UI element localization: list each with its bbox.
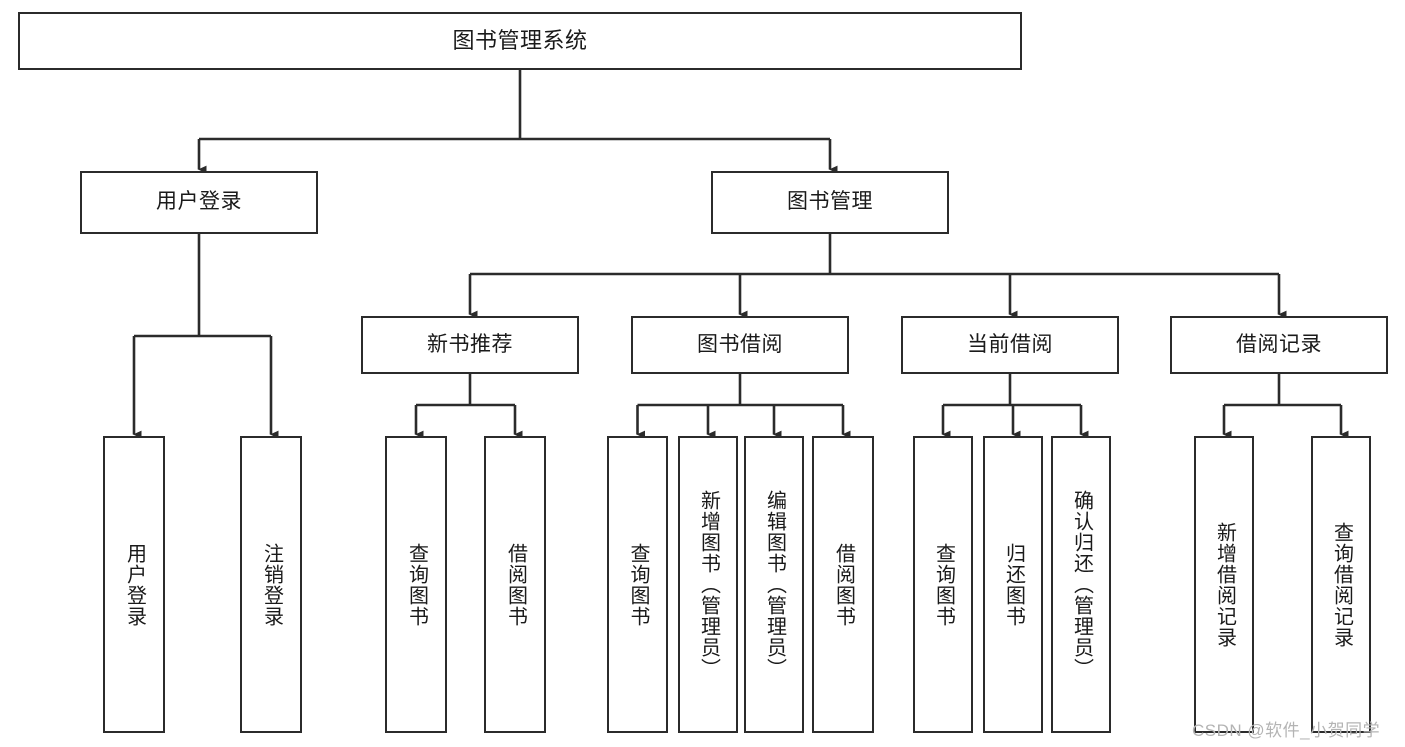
node-leaf1[interactable]: 用户登录	[103, 436, 165, 733]
node-label: 查询借阅记录	[1330, 521, 1353, 648]
node-leaf8[interactable]: 借阅图书	[812, 436, 874, 733]
node-leaf6[interactable]: 新增图书（管理员）	[678, 436, 738, 733]
node-label: 图书管理系统	[452, 28, 588, 54]
node-leaf12[interactable]: 新增借阅记录	[1194, 436, 1254, 733]
node-leaf10[interactable]: 归还图书	[983, 436, 1043, 733]
node-label: 借阅图书	[832, 542, 855, 627]
node-label: 注销登录	[260, 542, 283, 627]
node-label: 用户登录	[123, 542, 146, 627]
node-label: 新增借阅记录	[1213, 521, 1236, 648]
node-leaf9[interactable]: 查询图书	[913, 436, 973, 733]
node-label: 图书借阅	[697, 332, 783, 356]
node-leaf3[interactable]: 查询图书	[385, 436, 447, 733]
node-label: 编辑图书（管理员）	[763, 490, 786, 679]
node-leaf4[interactable]: 借阅图书	[484, 436, 546, 733]
node-leaf11[interactable]: 确认归还（管理员）	[1051, 436, 1111, 733]
node-current[interactable]: 当前借阅	[901, 316, 1119, 374]
node-leaf7[interactable]: 编辑图书（管理员）	[744, 436, 804, 733]
node-label: 归还图书	[1002, 542, 1025, 627]
node-label: 查询图书	[932, 542, 955, 627]
node-bookmgmt[interactable]: 图书管理	[711, 171, 949, 234]
node-leaf13[interactable]: 查询借阅记录	[1311, 436, 1371, 733]
node-label: 借阅图书	[504, 542, 527, 627]
node-label: 当前借阅	[967, 332, 1053, 356]
node-label: 新书推荐	[427, 332, 513, 356]
node-label: 查询图书	[405, 542, 428, 627]
node-label: 借阅记录	[1236, 332, 1322, 356]
node-login[interactable]: 用户登录	[80, 171, 318, 234]
node-borrow[interactable]: 图书借阅	[631, 316, 849, 374]
node-label: 查询图书	[627, 542, 649, 627]
node-label: 新增图书（管理员）	[697, 490, 720, 679]
node-label: 图书管理	[787, 190, 873, 214]
node-leaf5[interactable]: 查询图书	[607, 436, 668, 733]
node-root[interactable]: 图书管理系统	[18, 12, 1022, 70]
node-records[interactable]: 借阅记录	[1170, 316, 1388, 374]
node-label: 确认归还（管理员）	[1070, 490, 1093, 679]
node-leaf2[interactable]: 注销登录	[240, 436, 302, 733]
node-newbook[interactable]: 新书推荐	[361, 316, 579, 374]
connector-lines	[132, 70, 1349, 439]
node-label: 用户登录	[156, 190, 242, 214]
